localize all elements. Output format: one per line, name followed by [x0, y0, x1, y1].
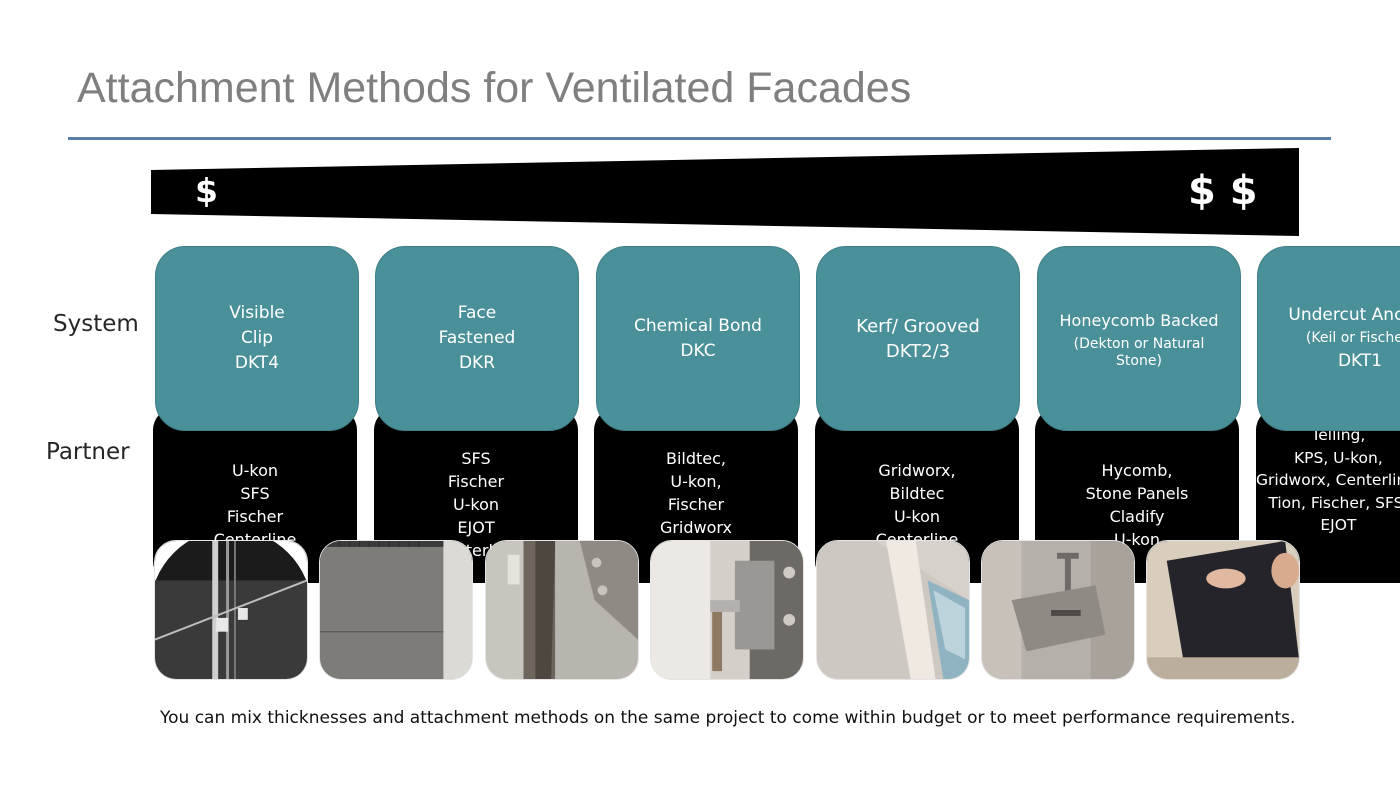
system-box-chemical-bond: Chemical Bond DKC — [596, 246, 800, 431]
system-box-undercut-anchor: Undercut Anchor (Keil or Fischer) DKT1 — [1257, 246, 1400, 431]
chemical-bond-profile-photo — [485, 540, 639, 680]
partner-list: Telling, KPS, U-kon, Gridworx, Centerlin… — [1256, 426, 1400, 535]
system-name: Face Fastened DKR — [438, 303, 516, 373]
cost-low-label: $ — [195, 171, 218, 210]
partner-list: Gridworx, Bildtec U-kon Centerline — [875, 460, 959, 549]
kerf-bracket-photo — [650, 540, 804, 680]
honeycomb-panel-edge-photo — [816, 540, 970, 680]
cost-high-label: $ $ — [1188, 168, 1258, 214]
partner-list: Bildtec, U-kon, Fischer Gridworx SFS — [659, 449, 733, 560]
system-code: DKT1 — [1337, 351, 1383, 371]
system-name: Kerf/ Grooved DKT2/3 — [856, 315, 980, 362]
system-box-visible-clip: Visible Clip DKT4 — [155, 246, 359, 431]
undercut-anchor-bracket-photo — [981, 540, 1135, 680]
system-box-kerf-grooved: Kerf/ Grooved DKT2/3 — [816, 246, 1020, 431]
system-box-honeycomb: Honeycomb Backed (Dekton or Natural Ston… — [1037, 246, 1241, 431]
system-box-face-fastened: Face Fastened DKR — [375, 246, 579, 431]
slide-title: Attachment Methods for Ventilated Facade… — [77, 64, 912, 112]
partner-list: Hycomb, Stone Panels Cladify U-kon — [1085, 460, 1189, 549]
system-subtitle: (Keil or Fischer) — [1305, 330, 1400, 346]
visible-clip-photo — [154, 540, 308, 680]
system-name: Chemical Bond DKC — [634, 315, 762, 361]
face-fastened-panel-photo — [319, 540, 473, 680]
system-name: Visible Clip DKT4 — [229, 303, 285, 373]
partner-list: U-kon SFS Fischer Centerline — [213, 460, 297, 549]
cost-scale-wedge — [151, 148, 1299, 236]
partner-row-label: Partner — [46, 439, 130, 465]
system-row-label: System — [53, 311, 139, 337]
system-subtitle: (Dekton or Natural Stone) — [1073, 335, 1205, 369]
system-text-group: Undercut Anchor (Keil or Fischer) DKT1 — [1258, 303, 1400, 374]
footer-note: You can mix thicknesses and attachment m… — [160, 708, 1296, 728]
system-name: Undercut Anchor — [1288, 305, 1400, 325]
panel-installation-photo — [1146, 540, 1300, 680]
system-name: Honeycomb Backed — [1059, 310, 1219, 330]
title-divider — [68, 137, 1331, 140]
